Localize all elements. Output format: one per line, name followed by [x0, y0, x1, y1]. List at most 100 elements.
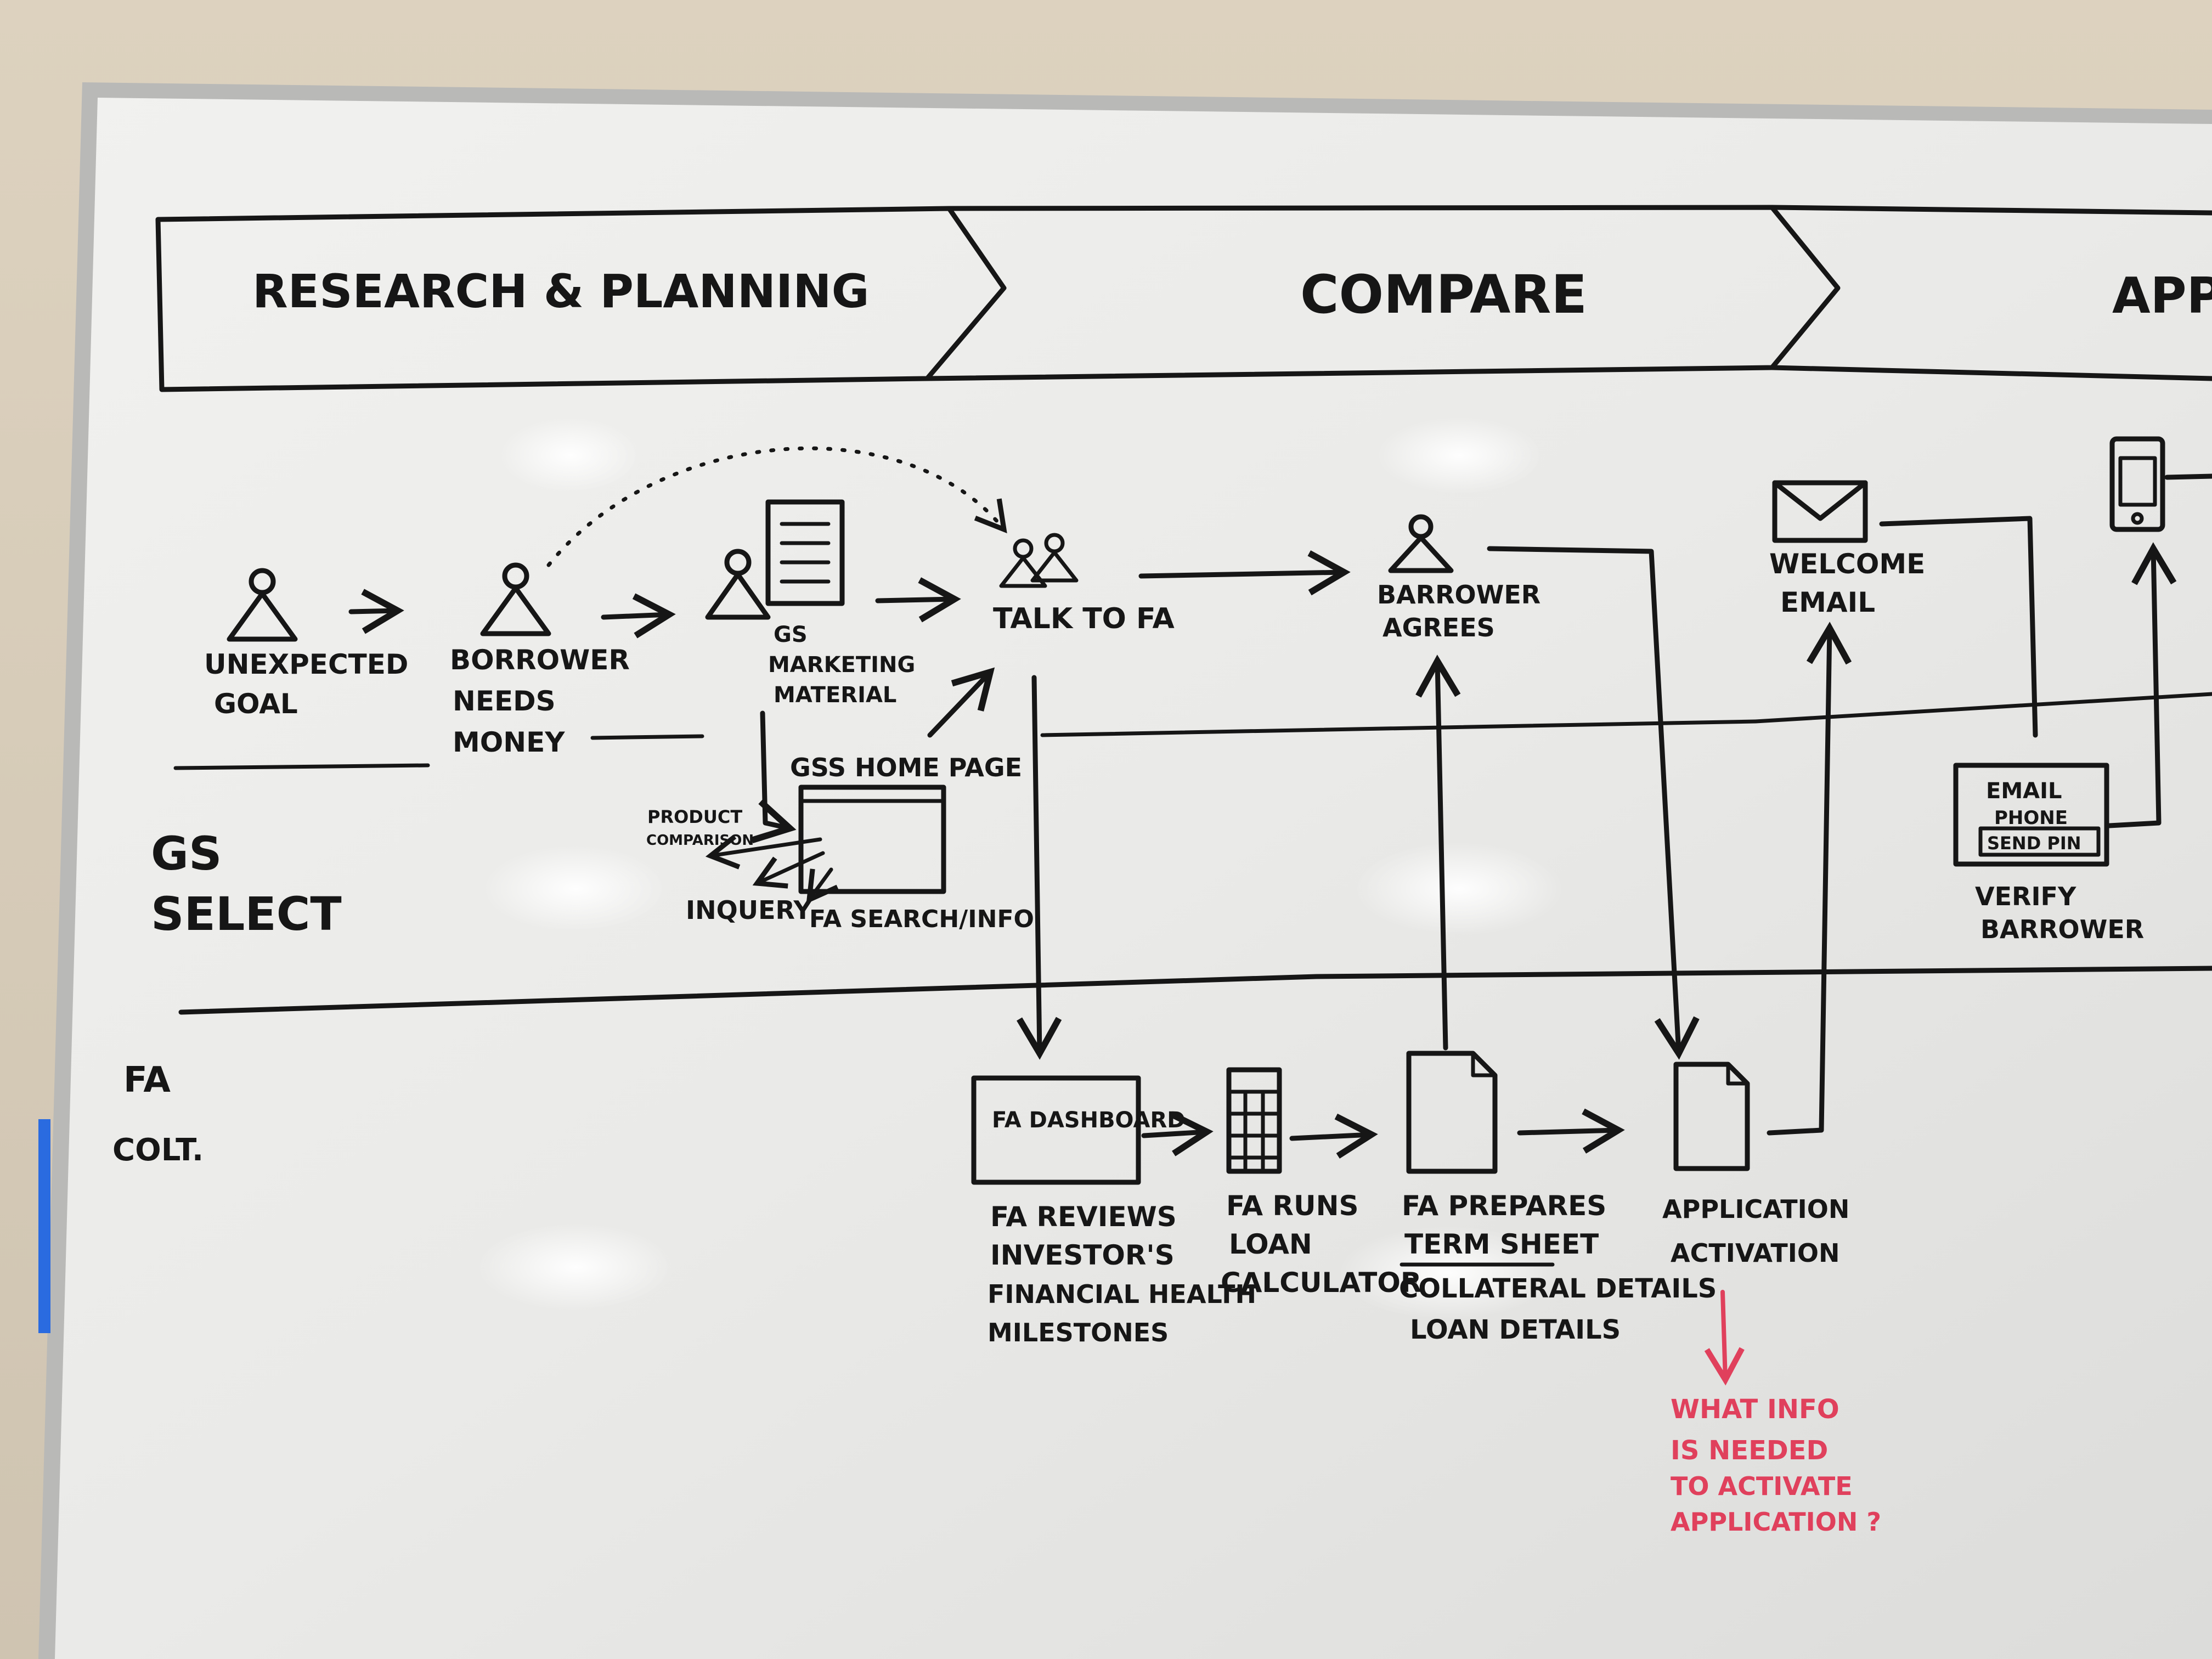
person-icon-borrower — [480, 562, 551, 636]
arrow — [1487, 546, 1700, 1060]
lane-label: COLT. — [112, 1132, 204, 1168]
arrow — [752, 851, 825, 889]
document-icon-application — [1673, 1062, 1750, 1171]
node-label: GOAL — [214, 688, 298, 720]
phone-icon — [2109, 436, 2165, 532]
node-application-activation: APPLICATION ACTIVATION — [1662, 1194, 1849, 1268]
form-label-email: EMAIL — [1986, 778, 2062, 804]
light-reflection — [1355, 842, 1564, 935]
people-group-icon-talk-to-fa — [999, 533, 1079, 588]
form-label-phone: PHONE — [1994, 807, 2068, 829]
node-label: MATERIAL — [774, 682, 896, 708]
node-label: ACTIVATION — [1671, 1238, 1839, 1268]
node-label: MILESTONES — [988, 1318, 1169, 1347]
phase-label: RESEARCH & PLANNING — [252, 264, 870, 318]
annotation-line: APPLICATION ? — [1671, 1507, 1881, 1537]
person-icon-borrower-agrees — [1388, 514, 1454, 573]
node-label: COMPARISON — [646, 832, 754, 849]
document-icon-marketing — [765, 499, 845, 606]
light-reflection — [1377, 417, 1542, 494]
light-reflection — [499, 417, 642, 494]
connector-arrows — [348, 473, 2212, 1159]
node-gs-marketing-material: GS MARKETING MATERIAL — [768, 622, 915, 708]
arrow — [1138, 550, 1351, 596]
arrow — [927, 667, 995, 738]
node-label: GS — [774, 622, 808, 647]
person-icon-unexpected-goal — [227, 568, 298, 642]
verify-form-box: EMAIL PHONE SEND PIN — [1953, 763, 2109, 867]
lane-label: GS — [151, 827, 222, 881]
node-gss-home-page: GSS HOME PAGE — [790, 753, 1022, 782]
lane-label-fa: FA COLT. — [112, 1060, 204, 1168]
node-label: FINANCIAL HEALTH — [988, 1279, 1256, 1309]
annotation-line: WHAT INFO — [1671, 1394, 1839, 1425]
lane-label-gs-select: GS SELECT — [151, 827, 342, 941]
node-verify-borrower: VERIFY BARROWER — [1975, 882, 2144, 944]
node-borrower-needs-money: BORROWER NEEDS MONEY — [450, 644, 630, 758]
phase-label: COMPARE — [1300, 264, 1587, 325]
node-label: BARROWER — [1980, 915, 2144, 944]
arrow — [1017, 675, 1062, 1060]
node-label: WELCOME — [1769, 548, 1925, 580]
node-fa-runs-calculator: FA RUNS LOAN CALCULATOR — [1221, 1190, 1421, 1299]
node-fa-prepares-term-sheet: FA PREPARES TERM SHEET COLLATERAL DETAIL… — [1399, 1190, 1717, 1345]
node-fa-dashboard: FA DASHBOARD — [992, 1108, 1185, 1133]
node-fa-search-info: FA SEARCH/INFO — [809, 905, 1034, 933]
node-label: APPLICATION — [1662, 1194, 1849, 1224]
arrow — [1517, 1108, 1625, 1154]
annotation-question: WHAT INFO IS NEEDED TO ACTIVATE APPLICAT… — [1671, 1290, 1881, 1537]
browser-window-icon — [798, 785, 946, 894]
arrow — [751, 710, 797, 844]
arrow — [2107, 542, 2177, 828]
arrow — [601, 593, 676, 639]
blue-tape — [38, 1119, 50, 1333]
node-label: LOAN — [1229, 1228, 1312, 1260]
node-label: FA RUNS — [1226, 1190, 1358, 1222]
node-label: BARROWER — [1377, 580, 1541, 610]
node-unexpected-goal: UNEXPECTED GOAL — [204, 648, 408, 720]
arrow — [1289, 1113, 1378, 1159]
arrow — [1141, 1111, 1214, 1156]
node-label: MARKETING — [768, 652, 915, 678]
whiteboard — [55, 98, 2212, 1659]
arrow — [705, 834, 822, 870]
node-label: BORROWER — [450, 644, 630, 676]
node-label: NEEDS — [453, 685, 556, 717]
light-reflection — [483, 845, 669, 933]
node-label: TERM SHEET — [1404, 1228, 1599, 1260]
light-reflection — [1339, 1226, 1558, 1319]
lane-label: SELECT — [151, 887, 342, 941]
node-label: LOAN DETAILS — [1410, 1314, 1621, 1345]
node-label: VERIFY — [1975, 882, 2076, 911]
node-label: MONEY — [453, 726, 565, 758]
node-label: UNEXPECTED — [204, 648, 408, 680]
arrow — [1415, 654, 1461, 1051]
node-welcome-email: WELCOME EMAIL — [1769, 548, 1925, 618]
dotted-arrow — [546, 446, 1007, 567]
node-label: FA PREPARES — [1402, 1190, 1606, 1222]
node-talk-to-fa: TALK TO FA — [993, 602, 1175, 635]
node-label: FA REVIEWS — [990, 1201, 1177, 1233]
arrow — [875, 577, 961, 623]
calculator-icon — [1226, 1067, 1282, 1174]
lane-dividers — [173, 692, 2212, 1015]
node-borrower-agrees: BARROWER AGREES — [1377, 580, 1541, 642]
envelope-icon — [1772, 480, 1868, 543]
arrow — [2164, 473, 2212, 480]
node-fa-reviews: FA REVIEWS INVESTOR'S FINANCIAL HEALTH M… — [988, 1201, 1256, 1347]
node-inquery: INQUERY — [686, 895, 812, 925]
annotation-line: TO ACTIVATE — [1671, 1471, 1853, 1501]
node-label: PRODUCT — [647, 806, 742, 827]
arrow — [348, 589, 404, 634]
node-label: COLLATERAL DETAILS — [1399, 1273, 1717, 1304]
phase-banner: RESEARCH & PLANNING COMPARE APPLI — [155, 205, 2212, 392]
annotation-line: IS NEEDED — [1671, 1435, 1828, 1466]
node-label: AGREES — [1383, 613, 1495, 642]
node-label: EMAIL — [1780, 586, 1875, 618]
lane-label: FA — [123, 1060, 171, 1101]
light-reflection — [477, 1223, 675, 1311]
arrow — [1767, 622, 1852, 1136]
node-label: CALCULATOR — [1221, 1267, 1421, 1299]
node-label: INVESTOR'S — [990, 1239, 1175, 1271]
